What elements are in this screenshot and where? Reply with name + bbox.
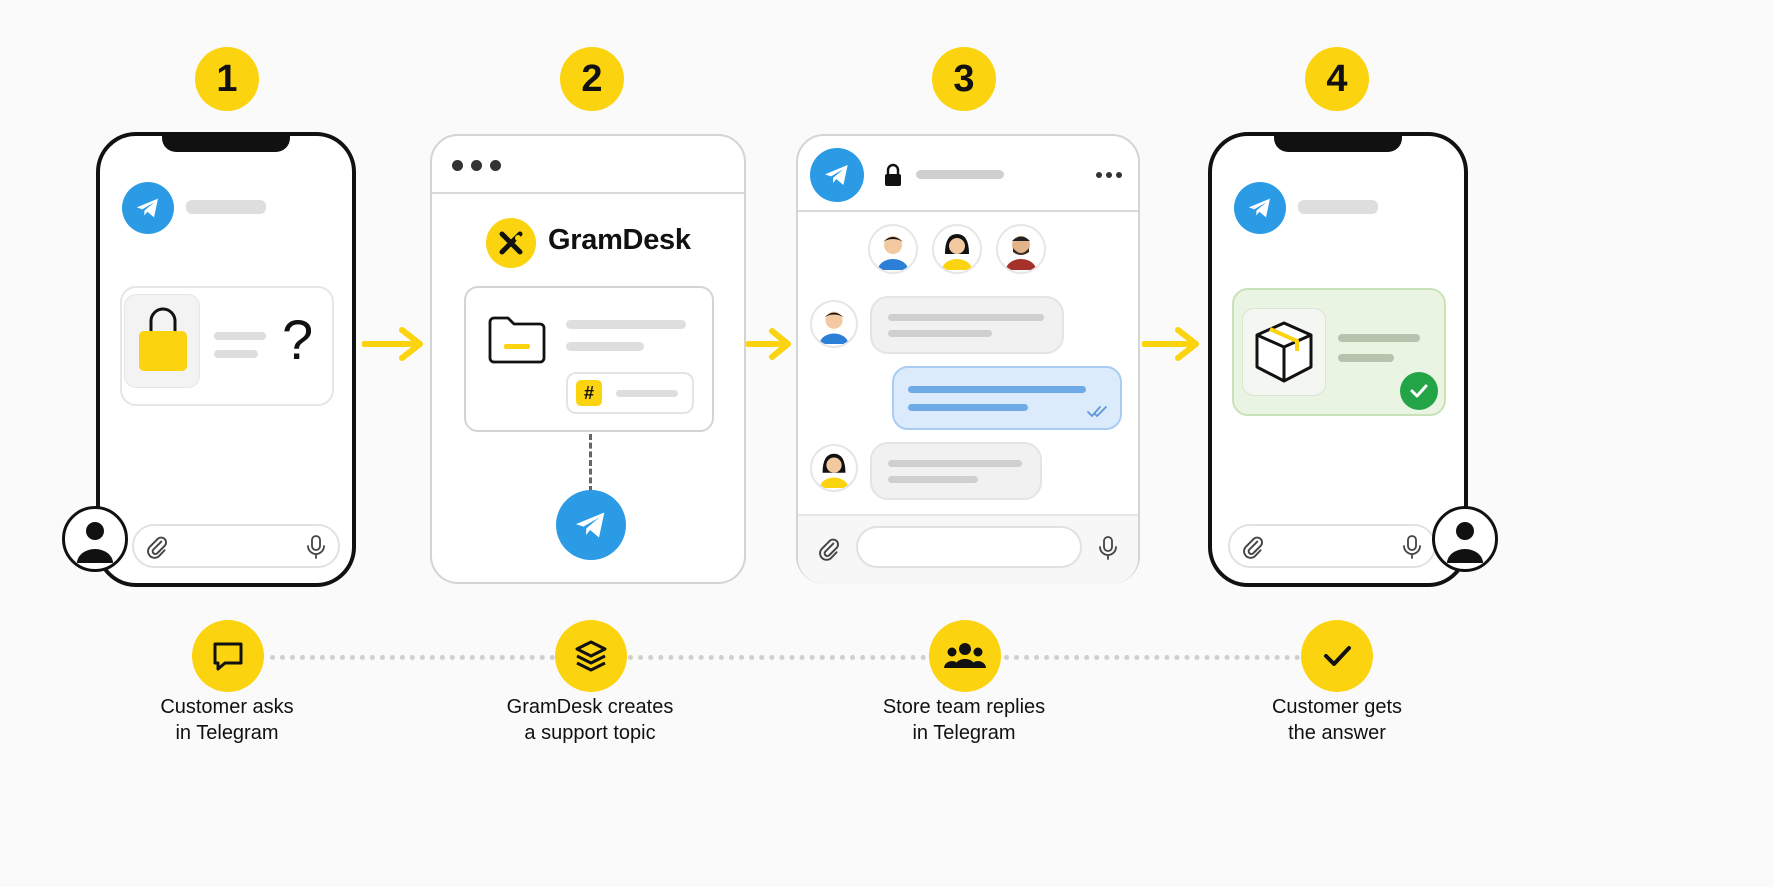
chat-bubble-icon — [192, 620, 264, 692]
flow-arrow-3 — [1142, 327, 1199, 361]
team-icon — [929, 620, 1001, 692]
message-text-line — [908, 404, 1028, 411]
microphone-icon[interactable] — [1096, 534, 1120, 562]
step-caption-line: GramDesk creates — [506, 696, 674, 718]
layers-icon — [555, 620, 627, 692]
telegram-logo-icon — [122, 182, 174, 234]
gramdesk-logo-icon — [486, 218, 536, 268]
message-text-line — [888, 460, 1022, 467]
step-number-3: 3 — [932, 47, 996, 111]
step-caption-line: Customer gets — [1271, 696, 1403, 718]
answer-message-bubble — [1232, 288, 1446, 416]
product-thumbnail — [124, 294, 200, 388]
step-caption-line: the answer — [1288, 722, 1386, 744]
microphone-icon[interactable] — [1400, 534, 1424, 560]
topic-title-line — [566, 320, 686, 329]
step-caption-1: Customer asks in Telegram — [97, 694, 357, 746]
paperclip-icon[interactable] — [816, 536, 842, 562]
topic-tag-chip: # — [566, 372, 694, 414]
step-number-1: 1 — [195, 47, 259, 111]
shopping-bag-icon — [139, 307, 187, 371]
message-input-bar[interactable] — [1228, 524, 1436, 568]
support-topic-card: # — [464, 286, 714, 432]
step-caption-3: Store team replies in Telegram — [834, 694, 1094, 746]
message-text-line — [888, 330, 992, 337]
paperclip-icon[interactable] — [1240, 534, 1266, 560]
message-input-field[interactable] — [856, 526, 1082, 568]
browser-window-dots — [452, 160, 501, 171]
message-text-line — [888, 476, 978, 483]
customer-avatar — [1432, 506, 1498, 572]
composer-area — [798, 514, 1138, 584]
step-caption-line: Store team replies — [882, 696, 1046, 718]
phone-notch — [1274, 132, 1402, 152]
connector-dashed-line — [589, 434, 592, 492]
topic-subtitle-line — [566, 342, 644, 351]
message-text-line — [1338, 354, 1394, 362]
step-caption-line: in Telegram — [912, 722, 1016, 744]
step-number-2: 2 — [560, 47, 624, 111]
question-mark: ? — [282, 308, 314, 371]
telegram-logo-icon — [1234, 182, 1286, 234]
step-caption-line: a support topic — [524, 722, 656, 744]
team-reply-bubble — [892, 366, 1122, 430]
agent-avatar — [810, 444, 858, 492]
customer-avatar — [62, 506, 128, 572]
timeline-dotted-line — [1004, 655, 1300, 660]
checkmark-icon — [1301, 620, 1373, 692]
topic-tag-line — [616, 390, 678, 397]
microphone-icon[interactable] — [304, 534, 328, 560]
phone-notch — [162, 132, 290, 152]
chat-name-placeholder — [1298, 200, 1378, 214]
message-text-line — [888, 314, 1044, 321]
browser-toolbar-divider — [432, 192, 744, 194]
more-options-icon[interactable] — [1096, 172, 1122, 178]
group-name-placeholder — [916, 170, 1004, 179]
package-box-icon — [1255, 321, 1313, 383]
step-number-4: 4 — [1305, 47, 1369, 111]
question-message-bubble: ? — [120, 286, 334, 406]
telegram-logo-icon — [810, 148, 864, 202]
folder-icon — [488, 316, 546, 364]
message-text-line — [214, 350, 258, 358]
read-receipt-icon — [1087, 406, 1107, 418]
agent-avatar — [810, 300, 858, 348]
message-text-line — [214, 332, 266, 340]
paperclip-icon[interactable] — [144, 534, 170, 560]
team-member-avatar-1 — [868, 224, 918, 274]
lock-icon — [885, 163, 901, 186]
chat-header-divider — [798, 210, 1138, 212]
team-chat-panel — [796, 134, 1140, 584]
chat-name-placeholder — [186, 200, 266, 214]
message-input-bar[interactable] — [132, 524, 340, 568]
step-caption-line: Customer asks — [160, 696, 294, 718]
team-member-avatar-3 — [996, 224, 1046, 274]
agent-message-bubble — [870, 296, 1064, 354]
telegram-logo-icon — [556, 490, 626, 560]
step-caption-4: Customer gets the answer — [1207, 694, 1467, 746]
team-member-avatar-2 — [932, 224, 982, 274]
product-thumbnail — [1242, 308, 1326, 396]
flow-arrow-1 — [362, 327, 423, 361]
success-check-icon — [1400, 372, 1438, 410]
message-text-line — [908, 386, 1086, 393]
gramdesk-browser-panel: GramDesk # — [430, 134, 746, 584]
step-caption-line: in Telegram — [175, 722, 279, 744]
timeline-dotted-line — [270, 655, 555, 660]
step-caption-2: GramDesk creates a support topic — [460, 694, 720, 746]
message-text-line — [1338, 334, 1420, 342]
gramdesk-brand-name: GramDesk — [548, 224, 691, 256]
flow-arrow-2 — [746, 328, 791, 360]
timeline-dotted-line — [628, 655, 926, 660]
agent-message-bubble — [870, 442, 1042, 500]
customer-phone-panel: ? — [96, 132, 356, 587]
hashtag-icon: # — [576, 380, 602, 406]
customer-answer-phone-panel — [1208, 132, 1468, 587]
